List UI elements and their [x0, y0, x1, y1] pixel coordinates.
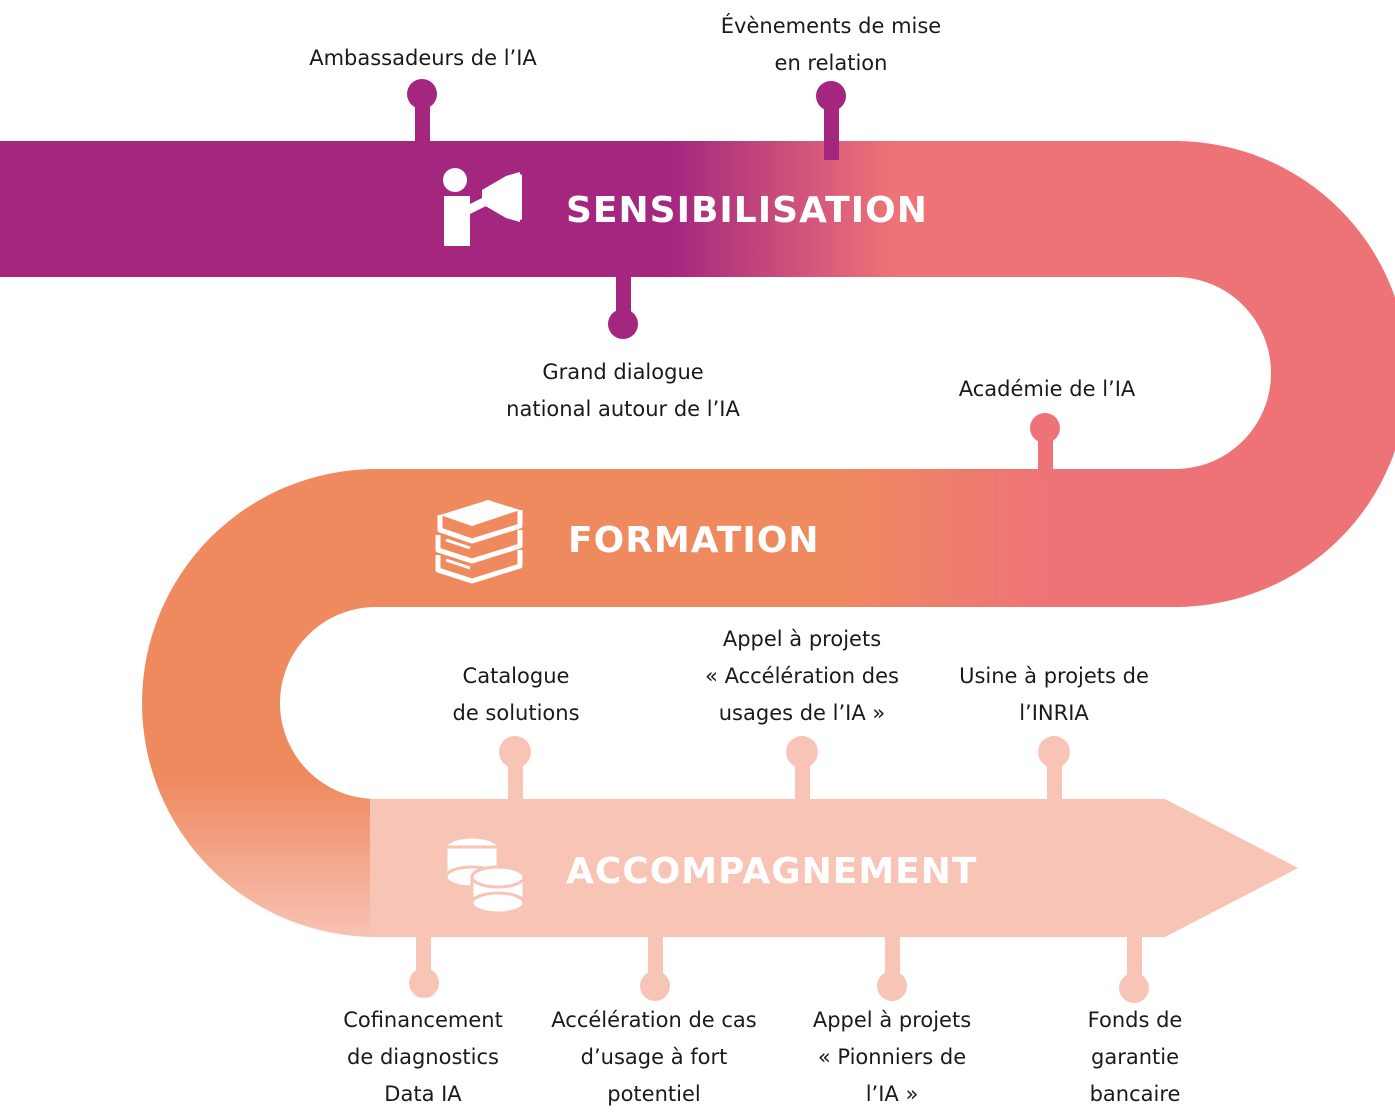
dot-grand-dialogue: [608, 309, 638, 339]
milestone-label-acceleration-cas: Accélération de cas d’usage à fort poten…: [551, 1008, 757, 1106]
dot-acceleration-cas: [640, 971, 670, 1001]
stem-evenements: [824, 100, 839, 160]
stem-ambassadeurs: [415, 100, 430, 142]
milestone-label-ambassadeurs: Ambassadeurs de l’IA: [309, 46, 537, 70]
right-turn-band: [1175, 141, 1395, 607]
dot-appel-acceleration: [786, 736, 818, 768]
formation-band: [370, 469, 1180, 607]
milestone-label-cofinancement: Cofinancement de diagnostics Data IA: [343, 1008, 503, 1106]
coins-icon: [444, 835, 526, 915]
sensibilisation-band: [0, 141, 1180, 277]
left-turn-band: [142, 469, 376, 937]
dot-ambassadeurs: [407, 79, 437, 109]
stem-grand-dialogue: [616, 262, 631, 324]
stage-title-sensibilisation: SENSIBILISATION: [566, 190, 928, 231]
milestone-label-catalogue: Catalogue de solutions: [452, 664, 580, 725]
milestone-label-grand-dialogue: Grand dialogue national autour de l’IA: [506, 360, 740, 421]
milestone-label-usine-inria: Usine à projets de l’INRIA: [959, 664, 1149, 725]
dot-cofinancement: [409, 968, 439, 998]
dot-evenements: [816, 81, 846, 111]
stage-title-accompagnement: ACCOMPAGNEMENT: [566, 851, 978, 892]
accompagnement-arrow: [370, 799, 1298, 937]
milestone-label-academie: Académie de l’IA: [958, 377, 1136, 401]
stage-title-formation: FORMATION: [568, 520, 820, 561]
megaphone-person-icon: [443, 168, 522, 246]
stem-fonds-garantie: [1127, 935, 1142, 985]
milestone-label-appel-acceleration: Appel à projets « Accélération des usage…: [705, 627, 899, 725]
books-icon: [435, 500, 523, 584]
milestone-label-evenements: Évènements de mise en relation: [720, 14, 942, 75]
dot-usine-inria: [1038, 736, 1070, 768]
dot-fonds-garantie: [1119, 973, 1149, 1003]
dot-academie: [1030, 413, 1060, 443]
milestone-label-appel-pionniers: Appel à projets « Pionniers de l’IA »: [812, 1008, 972, 1106]
milestone-label-fonds-garantie: Fonds de garantie bancaire: [1087, 1008, 1183, 1106]
dot-catalogue: [499, 736, 531, 768]
dot-appel-pionniers: [877, 971, 907, 1001]
